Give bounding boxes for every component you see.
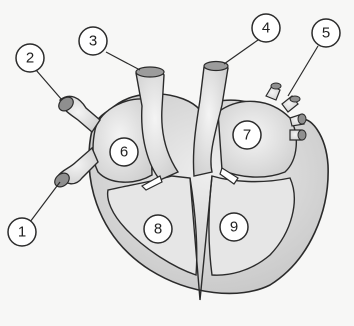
leader-line-4	[224, 40, 258, 64]
label-1: 1	[8, 218, 36, 246]
label-9-text: 9	[230, 219, 238, 236]
label-1-text: 1	[18, 224, 26, 241]
label-9: 9	[220, 213, 248, 241]
label-3: 3	[79, 27, 107, 55]
leader-line-5	[288, 46, 318, 96]
label-2-text: 2	[26, 50, 34, 67]
leader-line-1	[30, 182, 60, 222]
label-8: 8	[144, 215, 172, 243]
label-5: 5	[312, 19, 340, 47]
leader-line-3	[106, 52, 140, 70]
label-7-text: 7	[243, 127, 251, 144]
label-7: 7	[233, 121, 261, 149]
leader-line-2	[36, 70, 62, 100]
vessel-3-opening	[136, 67, 164, 77]
vessel-4-opening	[204, 62, 228, 71]
label-6: 6	[110, 138, 138, 166]
label-3-text: 3	[89, 33, 97, 50]
label-8-text: 8	[154, 221, 162, 238]
label-4-text: 4	[262, 20, 270, 37]
label-4: 4	[252, 14, 280, 42]
label-2: 2	[16, 44, 44, 72]
label-5-text: 5	[322, 25, 330, 42]
label-6-text: 6	[120, 144, 128, 161]
